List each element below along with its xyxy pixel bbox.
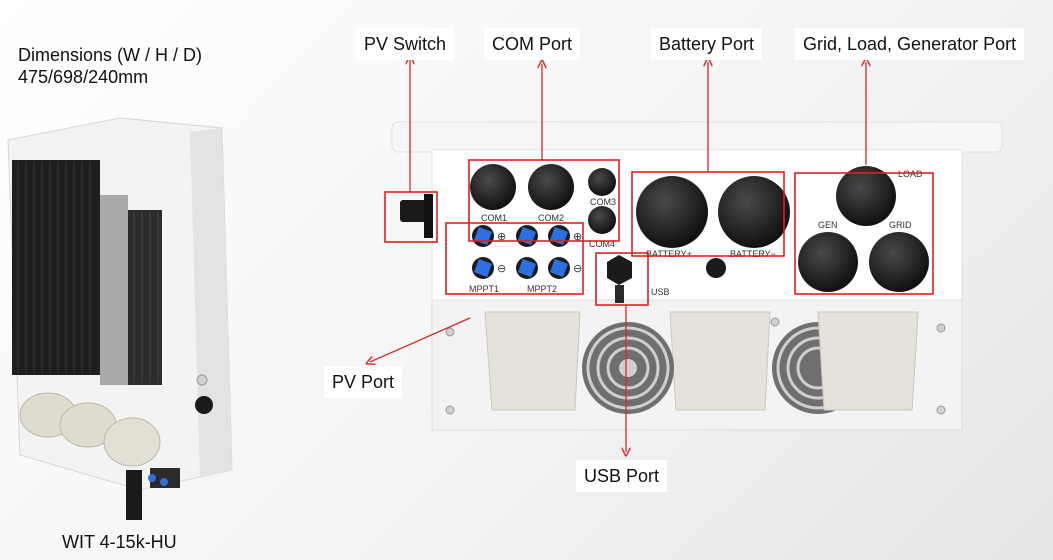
pv-switch-highlight — [384, 191, 438, 243]
battery-neg-label: BATTERY− — [730, 249, 776, 259]
grid-label: GRID — [889, 220, 912, 230]
com1-label: COM1 — [481, 213, 507, 223]
gen-label: GEN — [818, 220, 838, 230]
com2-label: COM2 — [538, 213, 564, 223]
mppt1-label: MPPT1 — [469, 284, 499, 294]
usb-port-callout: USB Port — [576, 460, 668, 492]
svg-text:⊖: ⊖ — [573, 263, 582, 275]
dimensions-label: Dimensions (W / H / D) — [18, 45, 203, 65]
com3-label: COM3 — [590, 197, 616, 207]
dimensions-value: 475/698/240mm — [18, 67, 149, 87]
battery-pos-label: BATTERY+ — [646, 249, 692, 259]
inverter-side-view — [7, 117, 233, 520]
com-port-callout: COM Port — [484, 28, 581, 60]
fan-left — [582, 322, 674, 414]
com-port-highlight — [468, 159, 620, 242]
usb-label: USB — [651, 287, 670, 297]
svg-text:⊖: ⊖ — [497, 263, 506, 275]
dimensions-text: Dimensions (W / H / D) 475/698/240mm — [18, 44, 202, 88]
com4-label: COM4 — [589, 239, 615, 249]
usb-port-highlight — [595, 252, 649, 306]
battery-port-callout: Battery Port — [651, 28, 763, 60]
callout-arrows — [370, 60, 866, 452]
pv-switch-knob — [400, 194, 433, 238]
grid-port-highlight — [794, 172, 934, 295]
grid-load-generator-port-callout: Grid, Load, Generator Port — [795, 28, 1025, 60]
load-label: LOAD — [898, 169, 923, 179]
pv-port-highlight — [445, 222, 584, 295]
pv-port-callout: PV Port — [324, 366, 403, 398]
model-name: WIT 4-15k-HU — [62, 532, 177, 552]
svg-text:⊕: ⊕ — [573, 231, 582, 243]
pv-switch-callout: PV Switch — [356, 28, 455, 60]
inverter-bottom-panel: COM1 COM2 COM3 COM4 ⊕ ⊕ ⊖ ⊖ MPPT1 MPPT2 … — [391, 121, 1003, 431]
mppt2-label: MPPT2 — [527, 284, 557, 294]
svg-text:⊕: ⊕ — [497, 231, 506, 243]
